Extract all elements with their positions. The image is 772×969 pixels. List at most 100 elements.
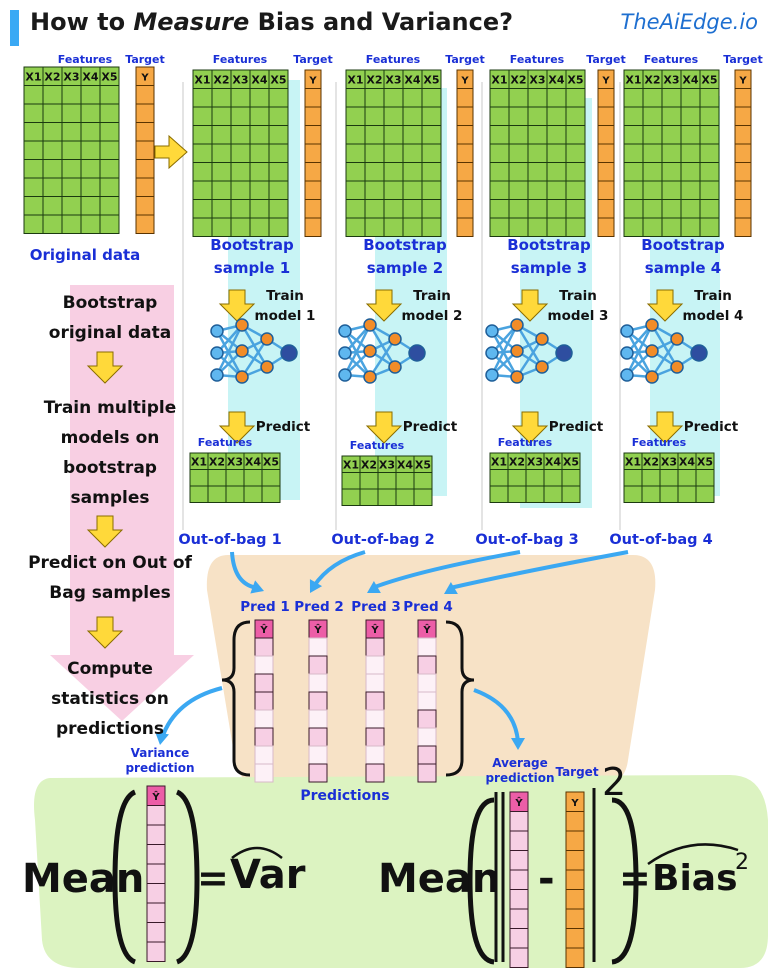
step-train-line3: bootstrap [63, 458, 157, 478]
target-cell [304, 106, 322, 126]
feature-column-header: X5 [270, 73, 286, 86]
feature-cell [99, 159, 120, 179]
feature-cell [699, 125, 720, 145]
average-label-line2: prediction [485, 771, 555, 785]
bootstrap-target-column-4: Y [734, 69, 752, 237]
feature-cell [61, 140, 82, 160]
oob-label-2: Out-of-bag 2 [331, 532, 434, 548]
feature-cell [623, 217, 644, 237]
target-cell [597, 143, 615, 163]
prediction-cell [146, 824, 166, 845]
feature-cell [230, 106, 251, 126]
feature-cell [546, 106, 567, 126]
network-edge [343, 324, 372, 376]
feature-cell [680, 143, 701, 163]
prediction-cell [509, 947, 529, 968]
step-train-line4: samples [70, 488, 150, 508]
feature-cell [642, 162, 663, 182]
network-node [235, 370, 249, 384]
feature-cell [341, 488, 361, 506]
feature-cell [359, 488, 379, 506]
equals-variance: = [197, 856, 229, 900]
feature-column-header: X1 [625, 73, 641, 86]
feature-cell [680, 125, 701, 145]
target-cell [565, 908, 585, 929]
features-header-original: Features [58, 53, 113, 66]
network-edge [240, 338, 269, 378]
target-cell [304, 180, 322, 200]
feature-cell [230, 199, 251, 219]
prediction-cell [146, 941, 166, 962]
feature-cell [230, 162, 251, 182]
feature-cell [80, 177, 101, 197]
feature-cell [508, 88, 529, 108]
target-cell [597, 162, 615, 182]
target-cell [135, 122, 155, 142]
feature-cell [489, 143, 510, 163]
target-result-label: Target [555, 765, 599, 779]
network-node [338, 324, 352, 338]
target-cell [734, 217, 752, 237]
network-node [338, 346, 352, 360]
feature-column-header: X3 [227, 455, 243, 468]
prediction-column-header: Ŷ [422, 623, 431, 636]
feature-cell [421, 162, 442, 182]
feature-cell [383, 180, 404, 200]
target-header-original: Target [125, 53, 165, 66]
feature-cell [23, 103, 44, 123]
network-node [535, 332, 549, 346]
features-header-sample-4: Features [644, 53, 699, 66]
feature-cell [99, 196, 120, 216]
target-cell [304, 88, 322, 108]
prediction-cell [146, 883, 166, 904]
pred-label-3: Pred 3 [351, 599, 400, 615]
prediction-cell [254, 763, 274, 783]
network-node [388, 360, 402, 374]
feature-cell [699, 199, 720, 219]
feature-cell [80, 140, 101, 160]
feature-cell [402, 106, 423, 126]
feature-cell [383, 143, 404, 163]
network-node [338, 368, 352, 382]
feature-cell [623, 88, 644, 108]
feature-cell [341, 472, 361, 490]
target-cell [135, 214, 155, 234]
feature-cell [345, 88, 366, 108]
prediction-cell [146, 922, 166, 943]
feature-cell [99, 122, 120, 142]
feature-cell [61, 85, 82, 105]
target-cell [304, 199, 322, 219]
prediction-column-header: Ŷ [151, 790, 160, 803]
step-compute-line2: statistics on [51, 689, 169, 709]
arrow-oob3-to-pred3-head [367, 580, 381, 594]
prediction-column-header: Ŷ [514, 796, 523, 809]
prediction-cell [417, 709, 437, 729]
network-edge [625, 324, 654, 376]
feature-column-header: X3 [663, 73, 679, 86]
target-cell [135, 177, 155, 197]
feature-cell [642, 180, 663, 200]
prediction-cell [146, 844, 166, 865]
bootstrap-right-arrow [154, 134, 188, 170]
feature-cell [249, 217, 270, 237]
features-header-oob-2: Features [350, 439, 405, 452]
network-node [210, 346, 224, 360]
feature-cell [642, 106, 663, 126]
feature-cell [377, 472, 397, 490]
feature-cell [642, 88, 663, 108]
feature-cell [80, 196, 101, 216]
pred-label-2: Pred 2 [294, 599, 343, 615]
feature-cell [641, 469, 661, 487]
feature-cell [546, 180, 567, 200]
feature-cell [565, 217, 586, 237]
feature-cell [623, 106, 644, 126]
prediction-cell [365, 727, 385, 747]
target-cell [304, 143, 322, 163]
feature-cell [623, 125, 644, 145]
network-edge [625, 330, 654, 378]
feature-cell [192, 199, 213, 219]
feature-cell [623, 485, 643, 503]
feature-column-header: X3 [379, 458, 395, 471]
network-node [485, 324, 499, 338]
